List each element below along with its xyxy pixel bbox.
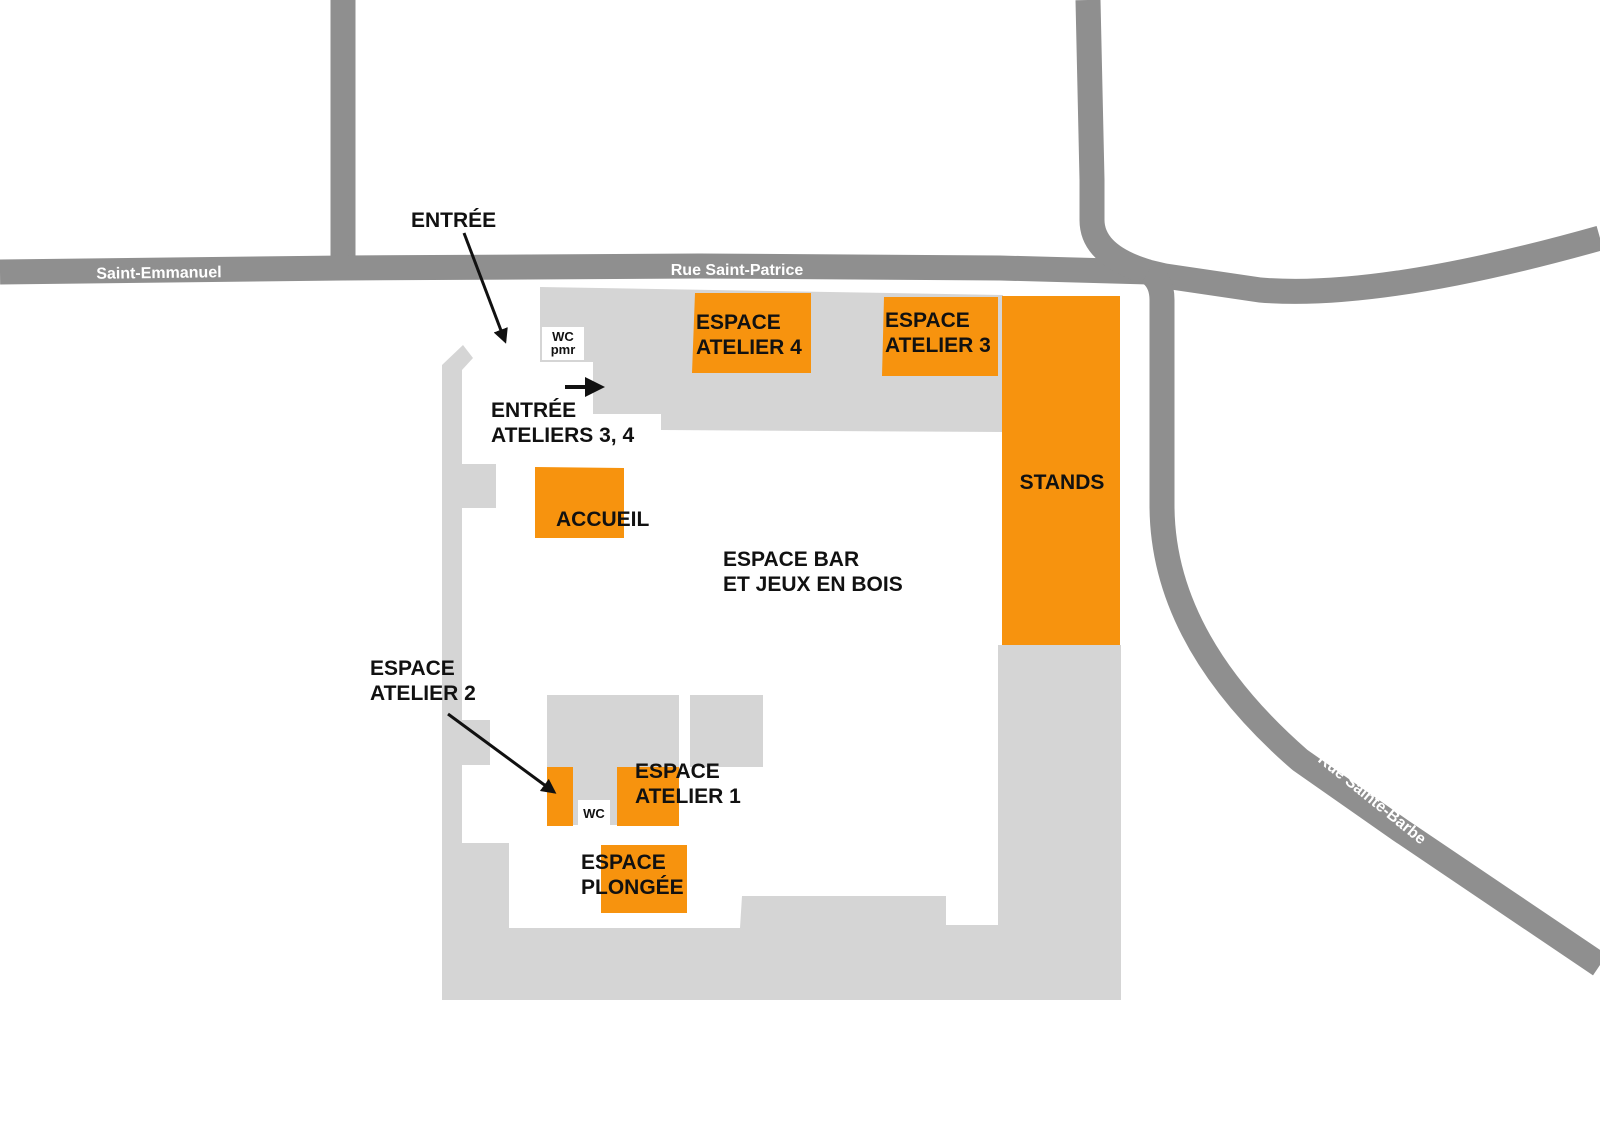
entree-arrow xyxy=(462,232,508,344)
road-north-vertical xyxy=(1075,0,1152,284)
zone-atelier-4[interactable] xyxy=(692,293,811,373)
label-atelier-4-line1: ESPACE xyxy=(696,311,781,334)
label-entree-ateliers-line1: ENTRÉE xyxy=(491,399,576,422)
label-atelier-2-line2: ATELIER 2 xyxy=(370,682,476,705)
label-espace-bar-line1: ESPACE BAR xyxy=(723,548,859,571)
zone-atelier-1[interactable] xyxy=(617,767,679,826)
wc-pmr-label-line1: WC xyxy=(552,329,574,344)
label-atelier-1-line2: ATELIER 1 xyxy=(635,785,741,808)
street-label-sainte-barbe: Rue Sainte-Barbe xyxy=(1315,751,1429,848)
label-espace-bar-line2: ET JEUX EN BOIS xyxy=(723,573,903,596)
label-entree: ENTRÉE xyxy=(411,209,496,232)
label-atelier-3-line1: ESPACE xyxy=(885,309,970,332)
street-label-saint-patrice: Rue Saint-Patrice xyxy=(671,262,804,279)
atelier-2-arrow xyxy=(447,712,557,794)
label-atelier-1-line1: ESPACE xyxy=(635,760,720,783)
street-label-saint-emmanuel: Saint-Emmanuel xyxy=(96,264,222,283)
zone-atelier-2[interactable] xyxy=(547,767,573,826)
building-west-wing xyxy=(442,345,1121,1000)
label-stands: STANDS xyxy=(1020,471,1105,494)
building-block-inner-right xyxy=(690,695,763,767)
label-plongee-line1: ESPACE xyxy=(581,851,666,874)
zone-accueil[interactable] xyxy=(535,467,624,538)
wc-label: WC xyxy=(583,806,605,821)
zone-atelier-3[interactable] xyxy=(882,297,998,376)
zone-stands[interactable] xyxy=(1002,296,1120,645)
label-entree-ateliers-line2: ATELIERS 3, 4 xyxy=(491,424,634,447)
label-atelier-2-line1: ESPACE xyxy=(370,657,455,680)
zone-plongee[interactable] xyxy=(601,845,687,913)
roads xyxy=(0,0,1600,976)
label-atelier-3-line2: ATELIER 3 xyxy=(885,334,991,357)
wc-pmr-label-line2: pmr xyxy=(551,342,576,357)
road-sainte-barbe xyxy=(1141,261,1600,976)
wc-box xyxy=(578,800,610,825)
label-plongee-line2: PLONGÉE xyxy=(581,876,684,899)
zones xyxy=(535,293,1120,913)
wc-pmr-box xyxy=(542,327,584,360)
label-accueil: ACCUEIL xyxy=(556,508,650,531)
label-atelier-4-line2: ATELIER 4 xyxy=(696,336,802,359)
